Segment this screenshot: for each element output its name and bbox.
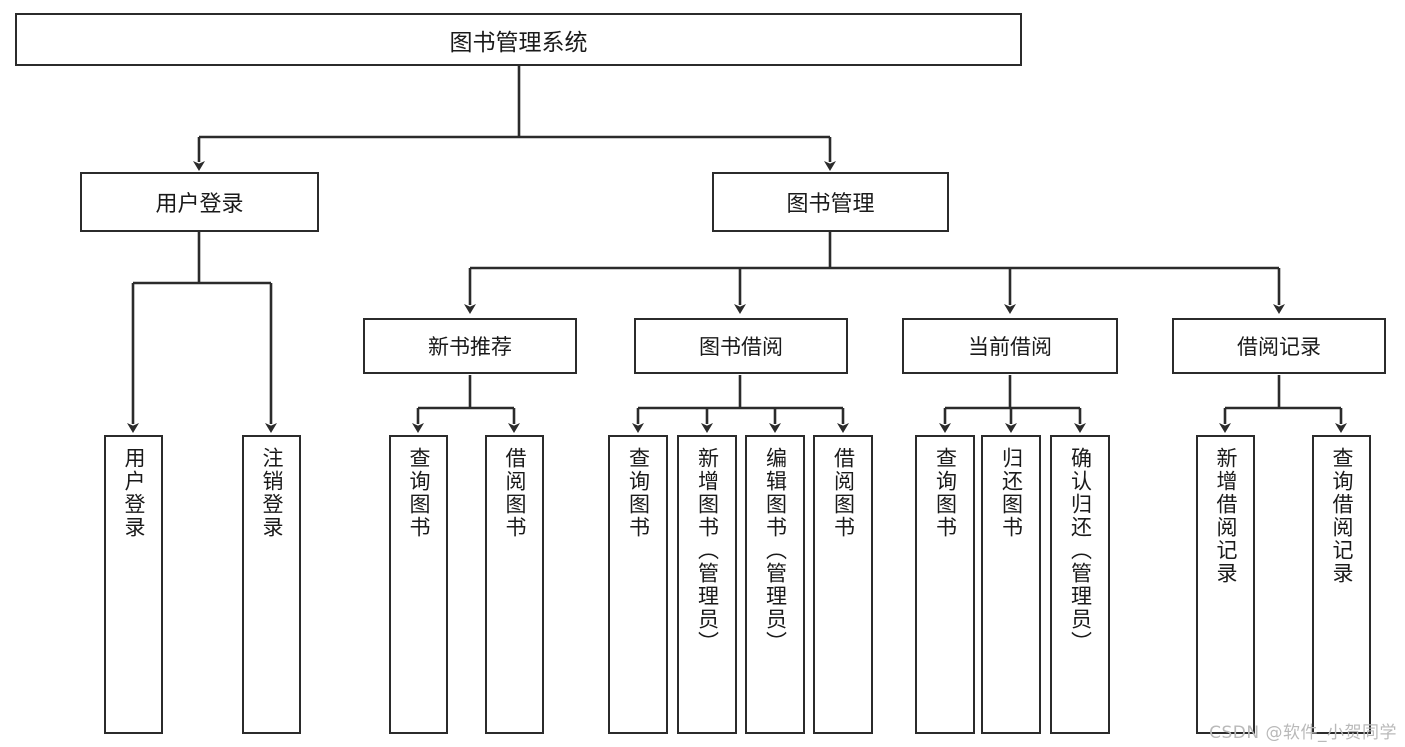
watermark: CSDN @软件_小贺同学 bbox=[1209, 723, 1397, 743]
leaf-current-borrow-query[interactable]: 查询图书 bbox=[915, 435, 975, 734]
leaf-book-borrow-add-label: 新增图书（管理员） bbox=[695, 447, 720, 654]
leaf-new-book-borrow[interactable]: 借阅图书 bbox=[485, 435, 544, 734]
node-book-management[interactable]: 图书管理 bbox=[712, 172, 949, 232]
leaf-borrow-record-add-label: 新增借阅记录 bbox=[1214, 447, 1238, 585]
leaf-book-borrow-lend-label: 借阅图书 bbox=[831, 447, 856, 539]
node-new-book-recommend-label: 新书推荐 bbox=[428, 335, 512, 359]
node-current-borrow-label: 当前借阅 bbox=[968, 335, 1052, 359]
node-root-label: 图书管理系统 bbox=[449, 29, 588, 56]
leaf-new-book-query[interactable]: 查询图书 bbox=[389, 435, 448, 734]
node-user-login[interactable]: 用户登录 bbox=[80, 172, 319, 232]
leaf-current-borrow-return[interactable]: 归还图书 bbox=[981, 435, 1041, 734]
leaf-book-borrow-lend[interactable]: 借阅图书 bbox=[813, 435, 873, 734]
leaf-borrow-record-query-label: 查询借阅记录 bbox=[1330, 447, 1354, 585]
node-user-login-label: 用户登录 bbox=[155, 192, 244, 217]
node-book-borrow[interactable]: 图书借阅 bbox=[634, 318, 848, 374]
node-current-borrow[interactable]: 当前借阅 bbox=[902, 318, 1118, 374]
leaf-new-book-borrow-label: 借阅图书 bbox=[503, 447, 527, 539]
leaf-user-login-signout-label: 注销登录 bbox=[260, 447, 284, 539]
leaf-current-borrow-return-label: 归还图书 bbox=[999, 447, 1024, 539]
node-new-book-recommend[interactable]: 新书推荐 bbox=[363, 318, 577, 374]
leaf-book-borrow-add[interactable]: 新增图书（管理员） bbox=[677, 435, 737, 734]
leaf-current-borrow-confirm-label: 确认归还（管理员） bbox=[1068, 447, 1093, 654]
leaf-borrow-record-add[interactable]: 新增借阅记录 bbox=[1196, 435, 1255, 734]
leaf-book-borrow-query-label: 查询图书 bbox=[626, 447, 651, 539]
leaf-book-borrow-edit[interactable]: 编辑图书（管理员） bbox=[745, 435, 805, 734]
leaf-book-borrow-edit-label: 编辑图书（管理员） bbox=[763, 447, 788, 654]
node-book-management-label: 图书管理 bbox=[786, 192, 875, 217]
leaf-borrow-record-query[interactable]: 查询借阅记录 bbox=[1312, 435, 1371, 734]
node-book-borrow-label: 图书借阅 bbox=[699, 335, 783, 359]
leaf-new-book-query-label: 查询图书 bbox=[407, 447, 431, 539]
leaf-user-login-signout[interactable]: 注销登录 bbox=[242, 435, 301, 734]
node-borrow-record-label: 借阅记录 bbox=[1237, 335, 1321, 359]
node-root[interactable]: 图书管理系统 bbox=[15, 13, 1022, 66]
leaf-user-login-signin-label: 用户登录 bbox=[122, 447, 146, 539]
node-borrow-record[interactable]: 借阅记录 bbox=[1172, 318, 1386, 374]
leaf-current-borrow-query-label: 查询图书 bbox=[933, 447, 958, 539]
leaf-user-login-signin[interactable]: 用户登录 bbox=[104, 435, 163, 734]
leaf-current-borrow-confirm[interactable]: 确认归还（管理员） bbox=[1050, 435, 1110, 734]
leaf-book-borrow-query[interactable]: 查询图书 bbox=[608, 435, 668, 734]
